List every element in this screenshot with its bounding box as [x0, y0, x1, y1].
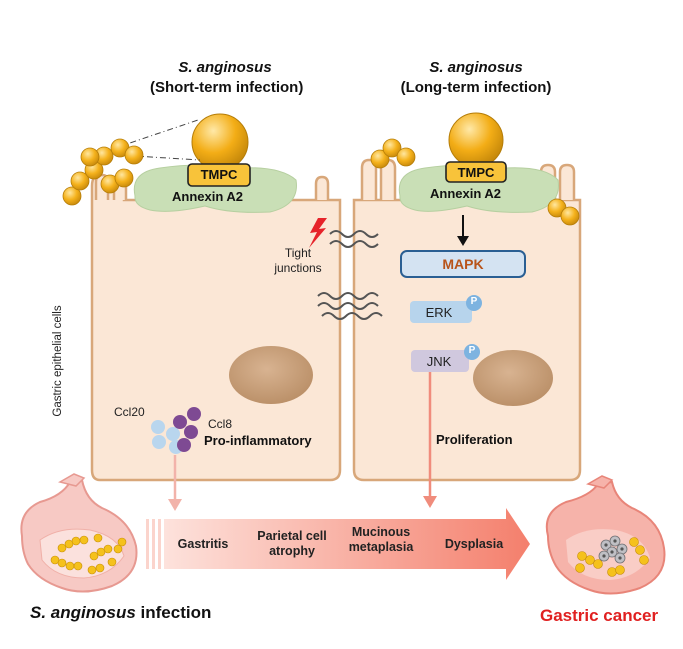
gastric-cancer-label: Gastric cancer [540, 606, 659, 625]
right-title-species: S. anginosus [429, 59, 523, 76]
progression-arrow [146, 508, 530, 580]
stage-dysplasia: Dysplasia [444, 537, 504, 551]
erk-phospho-label: P [470, 296, 478, 307]
pro-inflammatory-label: Pro-inflammatory [204, 433, 312, 448]
tight-junctions-label: Tight junctions [274, 246, 322, 275]
right-tmpc-box [445, 161, 507, 183]
gastric-epithelial-cells-label: Gastric epithelial cells [52, 305, 64, 417]
left-panel-title: S. anginosus (Short-term infection) [150, 58, 304, 98]
left-annexin-label: Annexin A2 [172, 189, 244, 204]
left-annexin-a2 [133, 164, 297, 213]
erk-box [410, 301, 472, 323]
right-annexin-label: Annexin A2 [430, 186, 502, 201]
stage-mucinous-metaplasia: Mucinous metaplasia [348, 525, 414, 554]
right-nucleus [473, 350, 553, 406]
left-nucleus [229, 346, 313, 404]
left-title-condition: (Short-term infection) [150, 79, 304, 96]
left-bacterial-chain [62, 138, 144, 206]
jnk-label: JNK [426, 354, 452, 369]
jnk-phospho-label: P [468, 345, 476, 356]
zoom-lines [117, 119, 201, 161]
erk-label: ERK [425, 305, 453, 320]
ccl8-label: Ccl8 [208, 417, 233, 431]
jnk-phospho-icon [464, 344, 480, 360]
cancer-stomach-icon [545, 475, 666, 595]
right-bacterial-chain [370, 138, 580, 226]
right-tmpc-label: TMPC [457, 165, 495, 180]
proliferation-label: Proliferation [436, 432, 513, 447]
right-panel-title: S. anginosus (Long-term infection) [390, 58, 562, 98]
left-tmpc-label: TMPC [200, 167, 238, 182]
erk-phospho-icon [466, 295, 482, 311]
chemokine-dots [151, 407, 201, 454]
inflammation-arrow [168, 455, 182, 511]
mapk-box [400, 250, 526, 278]
lightning-icon [309, 218, 327, 248]
signal-arrow-down [457, 215, 469, 246]
stomach-icon [20, 473, 138, 593]
tight-junctions [317, 230, 383, 320]
ccl20-label: Ccl20 [114, 405, 145, 419]
jnk-progression-arrow [423, 372, 437, 508]
infection-word: infection [140, 603, 212, 622]
mapk-label: MAPK [442, 256, 484, 272]
infection-label: S. anginosus infection [30, 603, 211, 623]
infection-species: S. anginosus [30, 603, 136, 622]
left-tmpc-box [187, 163, 251, 187]
jnk-box [411, 350, 469, 372]
stage-parietal-cell-atrophy: Parietal cell atrophy [257, 529, 327, 558]
stage-gastritis: Gastritis [177, 537, 229, 551]
right-title-condition: (Long-term infection) [400, 79, 552, 96]
left-title-species: S. anginosus [178, 59, 272, 76]
